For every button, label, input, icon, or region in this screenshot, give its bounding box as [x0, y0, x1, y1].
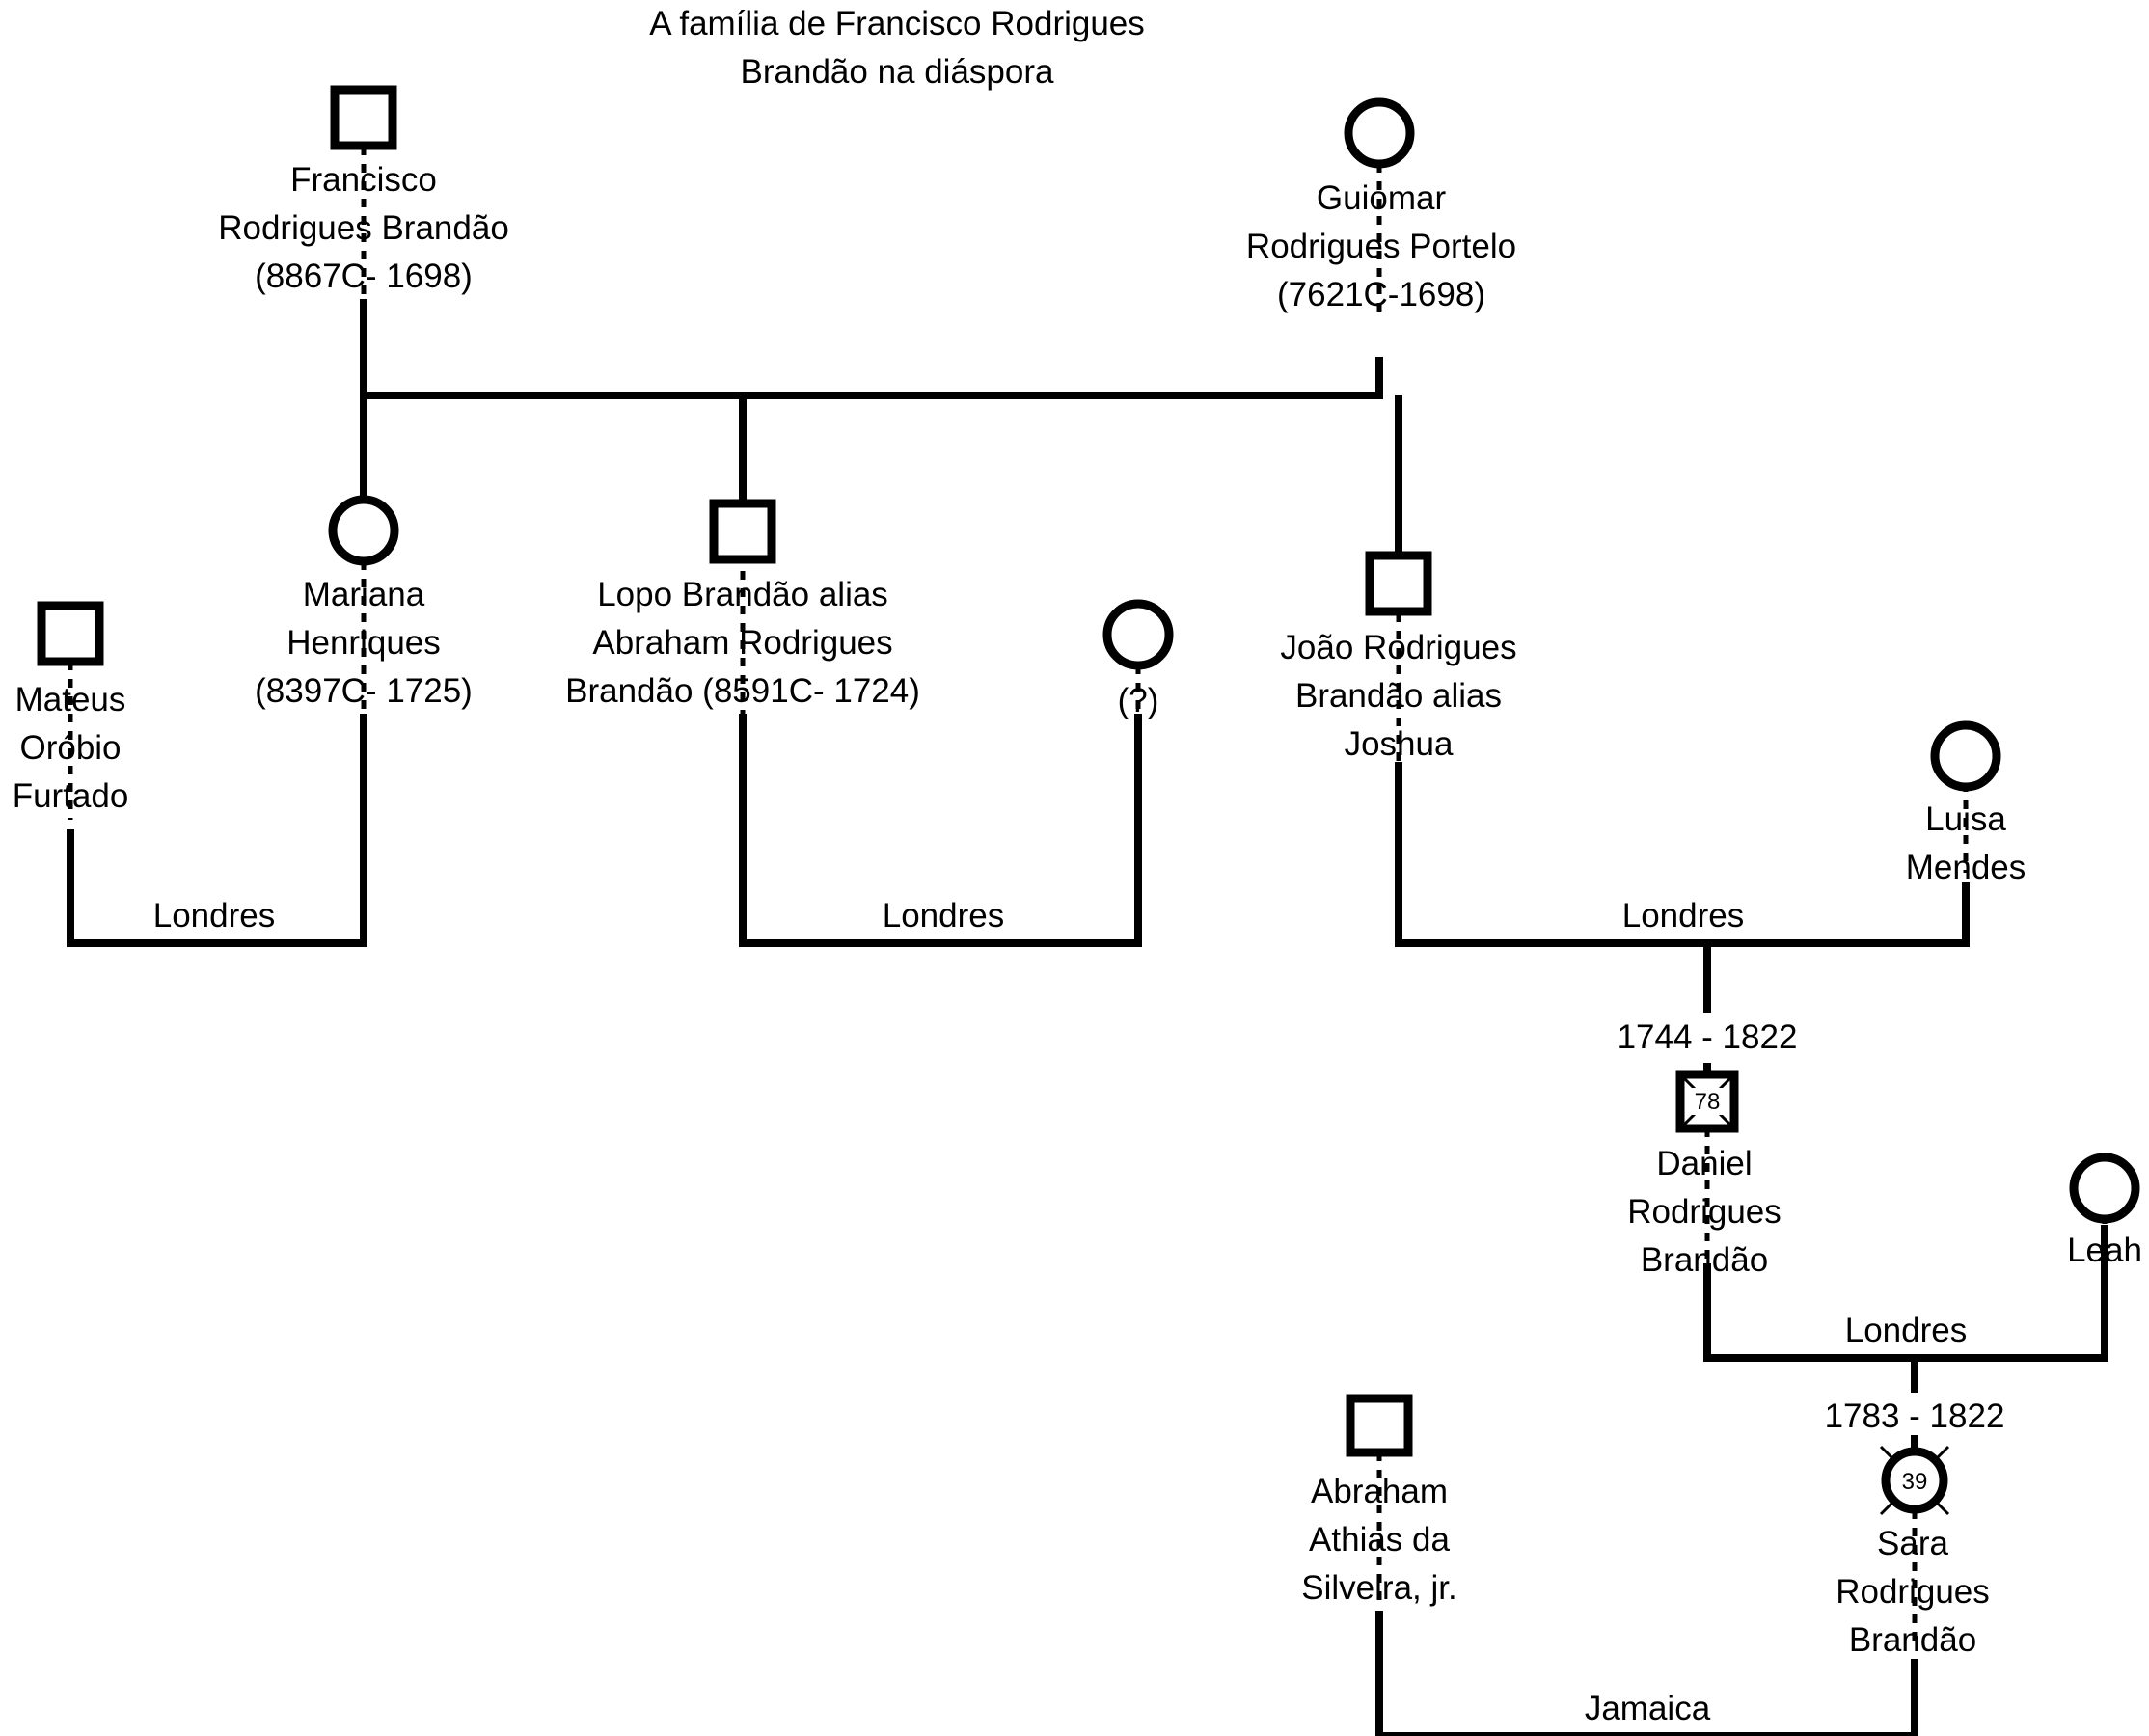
age-box [1898, 1468, 1931, 1495]
connection-lines [67, 299, 2108, 1736]
name-line: Rodrigues Brandão [218, 209, 509, 247]
person-sara: 39 [1879, 1445, 1950, 1516]
male-square-icon [1346, 1394, 1413, 1457]
union-line-lopo-unknown [739, 714, 1142, 947]
union-line-daniel-leah [1703, 1225, 2108, 1362]
person-francisco [330, 85, 397, 150]
person-leah [2069, 1153, 2140, 1224]
name-line: Henriques [286, 624, 441, 662]
name-line: Lopo Brandão alias [597, 576, 888, 613]
name-line: Furtado [13, 777, 129, 815]
dates-sara: 1783 - 1822 [1825, 1397, 2005, 1435]
label-abraham: Abraham Athias da Silveira, jr. [1301, 1473, 1456, 1607]
name-line: (8397C- 1725) [255, 672, 473, 710]
place-daniel-leah: Londres [1845, 1312, 1967, 1349]
place-mateus-mariana: Londres [153, 897, 275, 935]
person-guiomar [1344, 97, 1415, 169]
person-mateus [37, 601, 104, 666]
union-line-abraham-sara [1375, 1611, 1918, 1736]
label-unknown: (?) [1118, 682, 1159, 719]
person-unknown [1102, 599, 1174, 670]
name-line: Athias da [1309, 1521, 1450, 1559]
name-line: Francisco [290, 161, 437, 199]
place-lopo-unknown: Londres [883, 897, 1004, 935]
female-circle-icon [2069, 1153, 2140, 1224]
label-sara: 1783 - 1822 Sara Rodrigues Brandão [1825, 1397, 2005, 1659]
dates-daniel: 1744 - 1822 [1618, 1018, 1798, 1056]
age-daniel: 78 [1695, 1089, 1721, 1115]
label-francisco: Francisco Rodrigues Brandão (8867C- 1698… [218, 161, 509, 295]
name-line: Rodrigues [1627, 1193, 1782, 1231]
diagram-title: A família de Francisco Rodrigues Brandão… [649, 5, 1145, 91]
name-line: Joshua [1345, 725, 1454, 763]
person-abraham [1346, 1394, 1413, 1457]
person-luisa [1930, 720, 2001, 792]
male-square-icon [1365, 551, 1432, 616]
label-mariana: Mariana Henriques (8397C- 1725) [255, 576, 473, 710]
union-line-mateus-mariana [67, 714, 367, 947]
female-circle-icon [1102, 599, 1174, 670]
name-line: Guiomar [1317, 179, 1447, 217]
person-daniel: 78 [1675, 1070, 1739, 1133]
name-line: Mateus [15, 681, 126, 719]
name-line: Brandão [1849, 1621, 1976, 1659]
name-line: João Rodrigues [1280, 629, 1516, 666]
union-line-francisco-guiomar [360, 299, 1383, 399]
label-joao: João Rodrigues Brandão alias Joshua [1280, 629, 1516, 763]
name-line: (?) [1118, 682, 1159, 719]
place-abraham-sara: Jamaica [1585, 1690, 1711, 1727]
name-line: Brandão [1641, 1241, 1768, 1279]
label-luisa: Luisa Mendes [1906, 800, 2027, 886]
person-mariana [328, 495, 399, 566]
label-daniel: 1744 - 1822 Daniel Rodrigues Brandão [1618, 1018, 1798, 1279]
name-line: Rodrigues Portelo [1246, 228, 1516, 265]
union-line-joao-luisa [1395, 762, 1970, 947]
title-line-1: A família de Francisco Rodrigues [649, 5, 1145, 42]
female-circle-icon [1930, 720, 2001, 792]
male-square-icon [709, 499, 776, 564]
name-line: Brandão (8591C- 1724) [565, 672, 920, 710]
name-line: Brandão alias [1295, 677, 1502, 715]
name-line: Rodrigues [1836, 1573, 1990, 1611]
title-line-2: Brandão na diáspora [741, 53, 1054, 91]
male-square-icon [330, 85, 397, 150]
name-line: Abraham [1311, 1473, 1448, 1510]
name-line: Silveira, jr. [1301, 1569, 1456, 1607]
name-line: (8867C- 1698) [255, 258, 473, 295]
female-circle-icon [328, 495, 399, 566]
union-place-labels: Londres Londres Londres Londres Jamaica [153, 897, 1967, 1727]
person-lopo [709, 499, 776, 564]
name-line: Mariana [303, 576, 425, 613]
age-box [1692, 1088, 1723, 1115]
name-line: Luisa [1925, 800, 2006, 838]
female-circle-icon [1344, 97, 1415, 169]
person-joao [1365, 551, 1432, 616]
male-square-icon [37, 601, 104, 666]
label-lopo: Lopo Brandão alias Abraham Rodrigues Bra… [565, 576, 920, 710]
name-line: Abraham Rodrigues [592, 624, 892, 662]
name-line: Leah [2067, 1232, 2142, 1269]
name-line: Oróbio [19, 729, 121, 767]
name-line: Daniel [1656, 1145, 1752, 1182]
name-line: (7621C-1698) [1277, 276, 1485, 313]
label-guiomar: Guiomar Rodrigues Portelo (7621C-1698) [1246, 179, 1516, 313]
place-joao-luisa: Londres [1622, 897, 1744, 935]
symbol-label-connectors [68, 147, 2108, 1649]
name-line: Sara [1877, 1525, 1948, 1562]
label-leah: Leah [2067, 1232, 2142, 1269]
name-line: Mendes [1906, 849, 2027, 886]
age-sara: 39 [1902, 1469, 1928, 1495]
label-mateus: Mateus Oróbio Furtado [13, 681, 129, 815]
